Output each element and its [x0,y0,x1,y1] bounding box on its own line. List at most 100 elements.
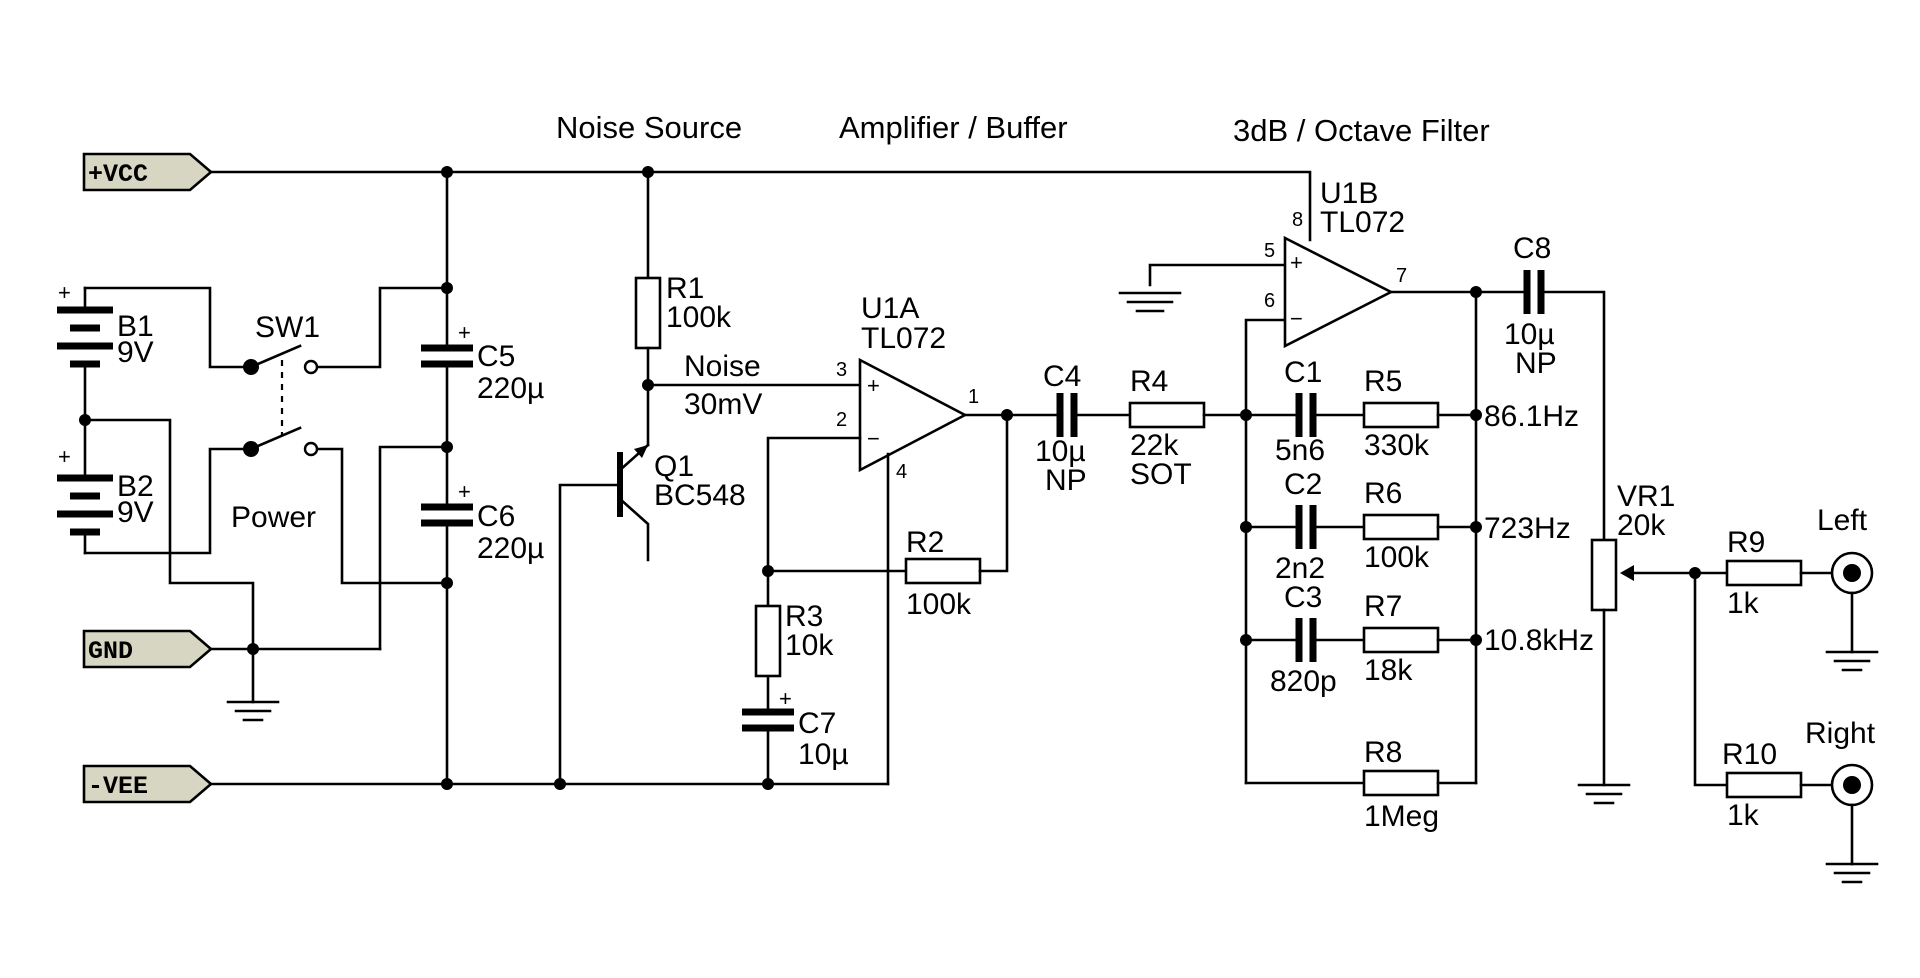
pot-value: 20k [1617,509,1666,542]
battery-wires [79,286,449,651]
capacitor-c3-ref: C3 [1284,581,1322,614]
opamp-u1a-minus: − [867,426,880,451]
capacitor-c7-value: 10µ [798,738,849,771]
opamp-u1b-pin5: 5 [1264,240,1275,262]
supply-junctions [441,166,453,790]
frequency-label-1: 86.1Hz [1484,400,1579,433]
frequency-label-3: 10.8kHz [1484,624,1594,657]
port-gnd-label: GND [88,637,133,666]
noise-node: Noise 30mV [642,350,862,421]
battery-b1-plus: + [58,280,71,305]
resistor-r2-value: 100k [906,588,972,621]
capacitor-c8-ref: C8 [1513,232,1551,265]
battery-b1: + B1 9V [57,280,154,422]
opamp-u1a: + − 3 2 1 4 U1A TL072 [836,292,1013,786]
port-vee: -VEE [82,764,213,804]
capacitor-c6-value: 220µ [477,532,544,565]
section-title-amplifier: Amplifier / Buffer [839,110,1068,145]
capacitor-c4-type: NP [1045,464,1087,497]
opamp-u1b-plus: + [1290,250,1303,275]
capacitor-c7-ref: C7 [798,707,836,740]
switch-sw1: SW1 Power [231,311,320,534]
resistor-r5-ref: R5 [1364,365,1402,398]
resistor-r8-value: 1Meg [1364,800,1439,833]
resistor-r4: R4 22k SOT [1128,365,1248,491]
opamp-u1b-pin7: 7 [1396,265,1407,287]
output-right-label: Right [1805,717,1876,750]
filter-branch-1: C1 5n6 R5 330k 86.1Hz [1244,356,1579,467]
battery-b2: + B2 9V [57,418,154,555]
capacitor-c1-value: 5n6 [1275,434,1325,467]
resistor-r10-ref: R10 [1722,738,1777,771]
output-left: R9 1k Left [1693,504,1879,672]
rail-wires [209,170,1312,786]
capacitor-c6-plus: + [458,479,471,504]
transistor-part: BC548 [654,479,746,512]
capacitor-c8: C8 10µ NP [1474,232,1606,542]
opamp-u1b-part: TL072 [1320,206,1405,239]
pot-ref: VR1 [1617,480,1675,513]
battery-b1-ref: B1 [117,310,154,343]
resistor-r9-ref: R9 [1727,526,1765,559]
resistor-r8-ref: R8 [1364,736,1402,769]
opamp-u1a-plus: + [867,373,880,398]
capacitor-c5-ref: C5 [477,340,515,373]
resistor-r4-note: SOT [1130,458,1192,491]
capacitor-c2-value: 2n2 [1275,552,1325,585]
filter-branch-3: C3 820p R7 18k 10.8kHz [1244,581,1594,698]
resistor-r1: R1 100k [634,166,732,447]
resistor-r4-value: 22k [1130,429,1179,462]
resistor-r7-value: 18k [1364,654,1413,687]
capacitor-c1-ref: C1 [1284,356,1322,389]
output-left-label: Left [1817,504,1868,537]
capacitor-c8-type: NP [1515,347,1557,380]
capacitor-c4-value: 10µ [1035,435,1086,468]
filter-ladder: R8 1Meg [1240,409,1478,833]
battery-b2-plus: + [58,444,71,469]
section-title-filter: 3dB / Octave Filter [1233,113,1490,148]
capacitor-c8-value: 10µ [1504,318,1555,351]
noise-name: Noise [684,350,761,383]
switch-ref: SW1 [255,311,320,344]
resistor-r6-value: 100k [1364,541,1430,574]
capacitor-c5-plus: + [458,320,471,345]
noise-level: 30mV [684,388,762,421]
switch-label: Power [231,501,316,534]
opamp-u1b-pin8: 8 [1292,209,1303,231]
capacitor-c6-ref: C6 [477,500,515,533]
battery-b1-value: 9V [117,336,154,369]
ground-icon [226,643,280,722]
resistor-r7-ref: R7 [1364,590,1402,623]
resistor-r4-ref: R4 [1130,365,1168,398]
port-vcc-label: +VCC [88,160,148,189]
port-vcc: +VCC [82,152,213,192]
output-right: R10 1k Right [1693,571,1879,884]
capacitor-c5-value: 220µ [477,372,544,405]
resistor-r10-value: 1k [1727,799,1760,832]
battery-b2-ref: B2 [117,470,154,503]
transistor-ref: Q1 [654,450,694,483]
resistor-r3-value: 10k [785,629,834,662]
port-vee-label: -VEE [88,772,148,801]
resistor-r9-value: 1k [1727,587,1760,620]
opamp-u1a-pin1: 1 [968,386,979,408]
opamp-u1a-part: TL072 [861,322,946,355]
filter-branch-2: C2 2n2 R6 100k 723Hz [1244,468,1571,585]
resistor-r2-ref: R2 [906,526,944,559]
capacitor-c2-ref: C2 [1284,468,1322,501]
opamp-u1a-pin4: 4 [896,461,907,483]
opamp-u1b-ref: U1B [1320,177,1378,210]
capacitor-c4-ref: C4 [1043,360,1081,393]
port-gnd: GND [82,629,213,669]
capacitor-c7-plus: + [779,686,792,711]
resistor-r1-ref: R1 [666,272,704,305]
opamp-u1a-pin2: 2 [836,409,847,431]
capacitor-c3-value: 820p [1270,665,1337,698]
opamp-u1a-ref: U1A [861,292,919,325]
section-title-noise-source: Noise Source [556,110,742,145]
opamp-u1a-pin3: 3 [836,359,847,381]
resistor-r5-value: 330k [1364,429,1430,462]
resistor-r3-ref: R3 [785,600,823,633]
resistor-r6-ref: R6 [1364,477,1402,510]
